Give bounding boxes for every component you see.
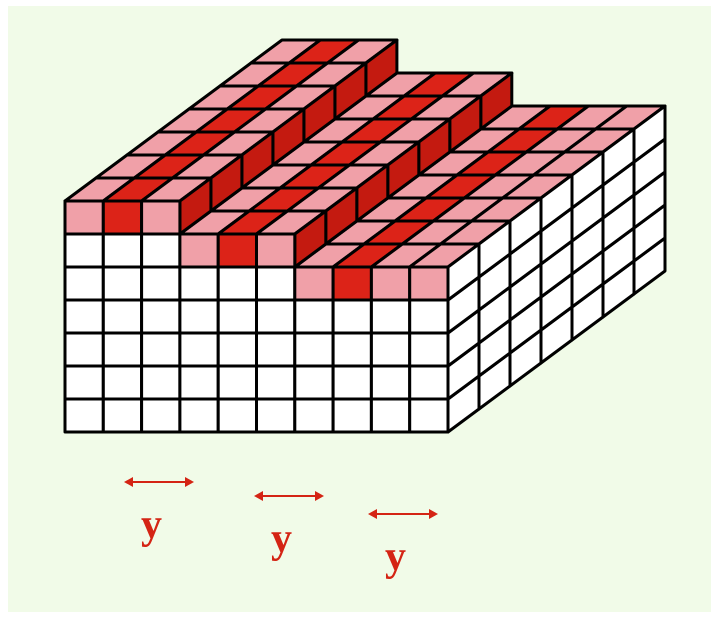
front-face xyxy=(140,331,182,368)
front-face xyxy=(101,364,144,401)
front-face xyxy=(369,397,412,434)
front-face xyxy=(178,298,220,335)
front-face xyxy=(216,397,258,434)
front-face xyxy=(255,397,297,434)
front-face xyxy=(140,232,182,269)
front-face xyxy=(369,298,412,335)
front-face xyxy=(408,397,450,434)
arrowhead xyxy=(185,477,194,487)
step-width-annotation: y xyxy=(368,509,438,580)
front-face xyxy=(101,265,144,302)
front-face xyxy=(140,364,182,401)
front-face xyxy=(140,298,182,335)
arrowhead xyxy=(315,491,324,501)
front-face xyxy=(408,298,450,335)
front-face-top-layer xyxy=(369,265,412,302)
front-face xyxy=(216,265,258,302)
front-face-top-layer xyxy=(408,265,450,302)
front-face xyxy=(255,364,297,401)
front-face xyxy=(140,265,182,302)
front-face xyxy=(331,364,373,401)
front-face xyxy=(140,397,182,434)
step-width-label: y xyxy=(141,502,162,548)
step-width-annotation: y xyxy=(254,491,324,562)
front-face xyxy=(408,364,450,401)
front-face xyxy=(101,298,144,335)
arrowhead xyxy=(124,477,133,487)
arrowhead xyxy=(254,491,263,501)
step-width-label: y xyxy=(271,516,292,562)
front-face-top-layer xyxy=(101,199,144,236)
front-face xyxy=(369,364,412,401)
front-face xyxy=(178,397,220,434)
front-face-top-layer xyxy=(255,232,297,269)
front-face-top-layer xyxy=(216,232,258,269)
front-face xyxy=(255,265,297,302)
front-face xyxy=(369,331,412,368)
front-face xyxy=(63,397,105,434)
front-face xyxy=(216,331,258,368)
front-face xyxy=(63,298,105,335)
front-face xyxy=(331,298,373,335)
front-face-top-layer xyxy=(178,232,220,269)
front-face xyxy=(101,331,144,368)
front-face xyxy=(255,331,297,368)
front-face xyxy=(63,265,105,302)
front-face xyxy=(63,331,105,368)
front-face xyxy=(178,364,220,401)
front-face xyxy=(331,397,373,434)
front-face-top-layer xyxy=(63,199,105,236)
front-face xyxy=(293,397,335,434)
front-face xyxy=(63,364,105,401)
front-face xyxy=(293,331,335,368)
front-face xyxy=(331,331,373,368)
front-face xyxy=(63,232,105,269)
front-face xyxy=(178,265,220,302)
front-face xyxy=(408,331,450,368)
front-face xyxy=(255,298,297,335)
step-width-label: y xyxy=(385,534,406,580)
front-face xyxy=(216,298,258,335)
front-face xyxy=(216,364,258,401)
front-face xyxy=(178,331,220,368)
step-width-annotation: y xyxy=(124,477,194,548)
front-face xyxy=(101,232,144,269)
arrowhead xyxy=(429,509,438,519)
front-face xyxy=(293,364,335,401)
front-face-top-layer xyxy=(331,265,373,302)
front-face xyxy=(101,397,144,434)
front-face xyxy=(293,298,335,335)
front-face-top-layer xyxy=(140,199,182,236)
stepped-crystal xyxy=(63,38,667,434)
front-face-top-layer xyxy=(293,265,335,302)
arrowhead xyxy=(368,509,377,519)
